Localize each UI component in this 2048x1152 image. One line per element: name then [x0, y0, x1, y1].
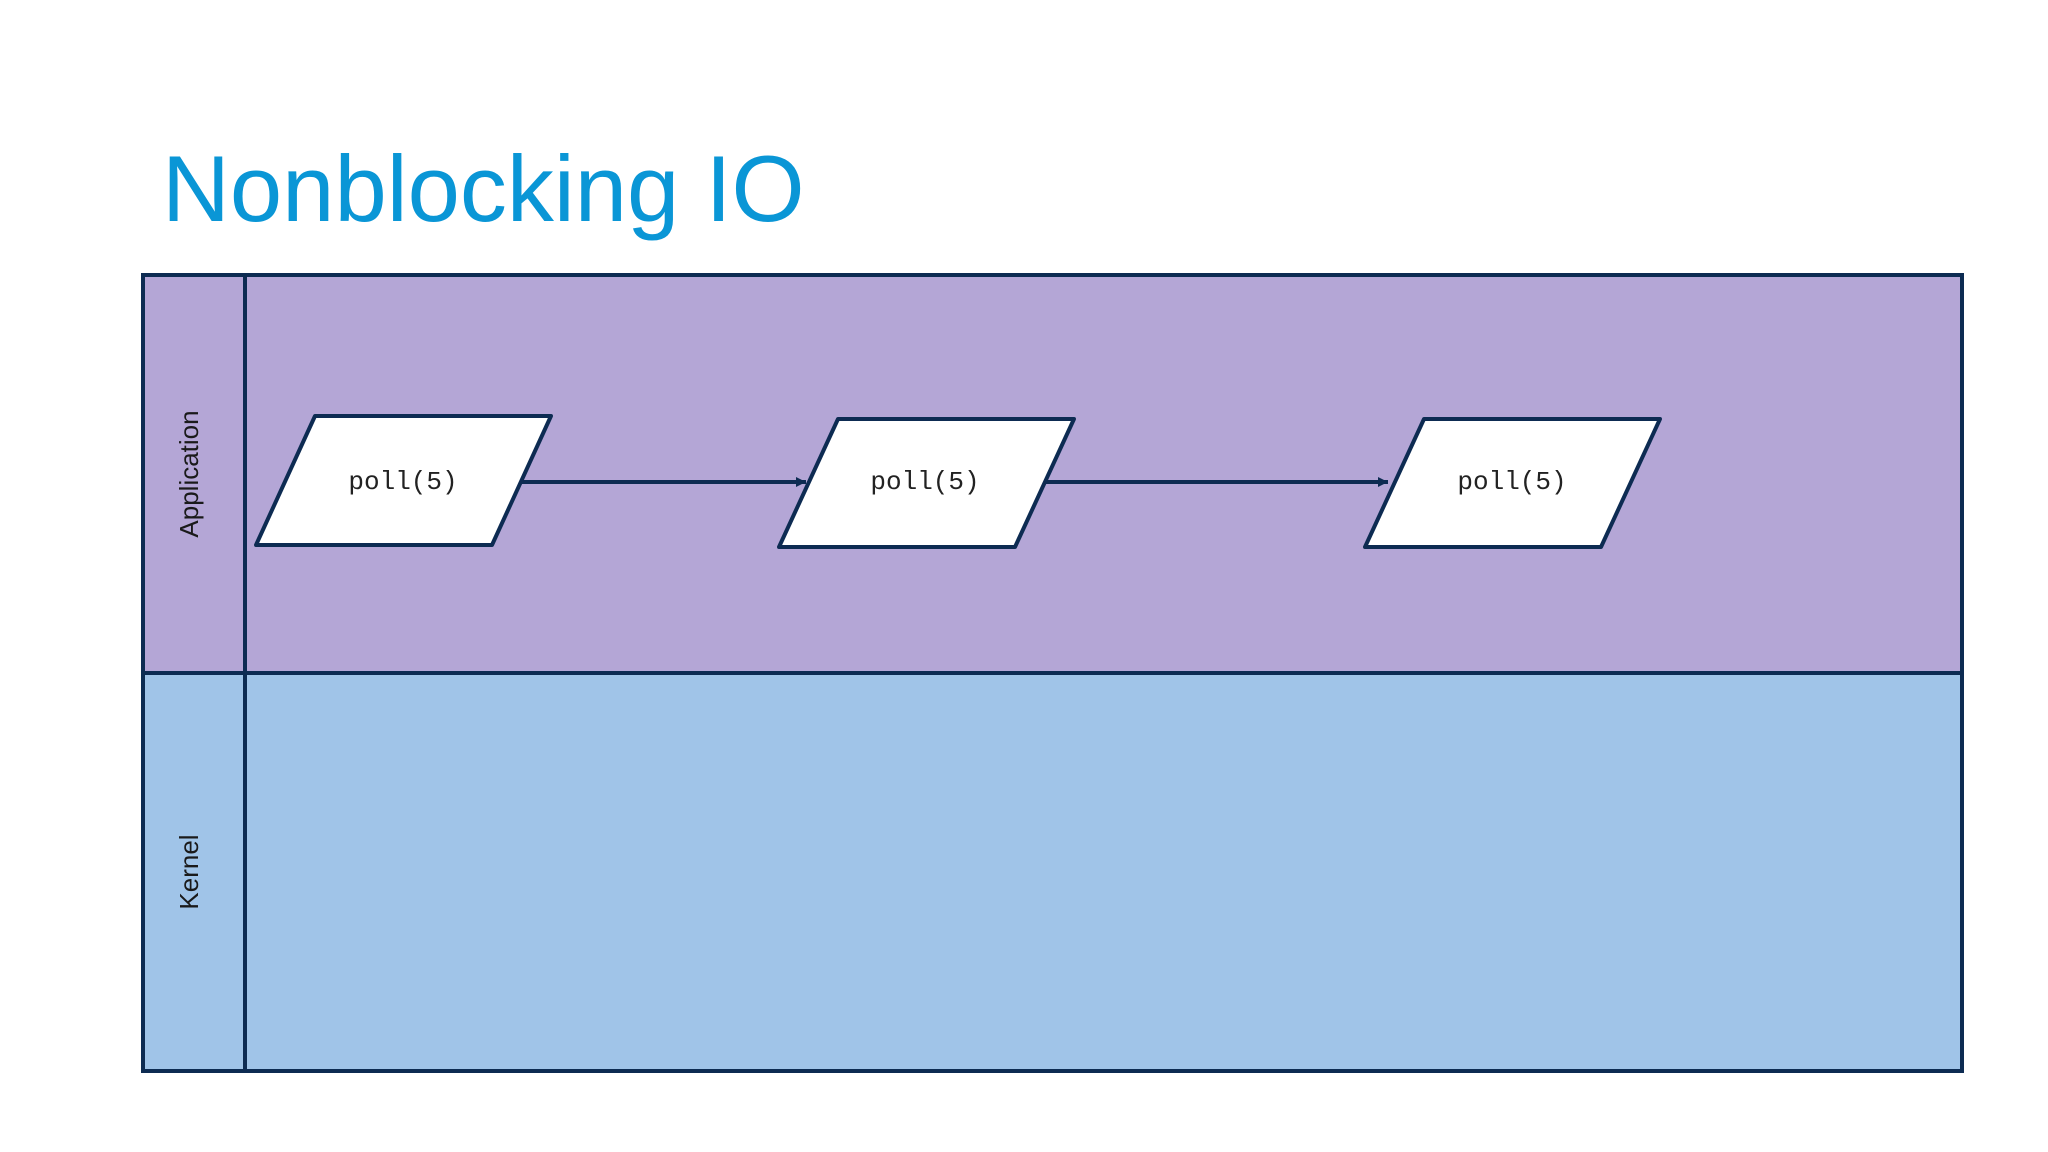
- lane-label-application: Application: [174, 410, 204, 537]
- slide-title: Nonblocking IO: [162, 136, 805, 241]
- lane-kernel: [141, 671, 1964, 1073]
- node-poll-3: poll(5): [1363, 417, 1662, 549]
- node-label-poll-2: poll(5): [870, 467, 979, 497]
- node-poll-1: poll(5): [254, 414, 553, 547]
- node-poll-2: poll(5): [777, 417, 1076, 549]
- lane-label-kernel: Kernel: [174, 834, 204, 909]
- node-label-poll-3: poll(5): [1457, 467, 1566, 497]
- node-label-poll-1: poll(5): [348, 467, 457, 497]
